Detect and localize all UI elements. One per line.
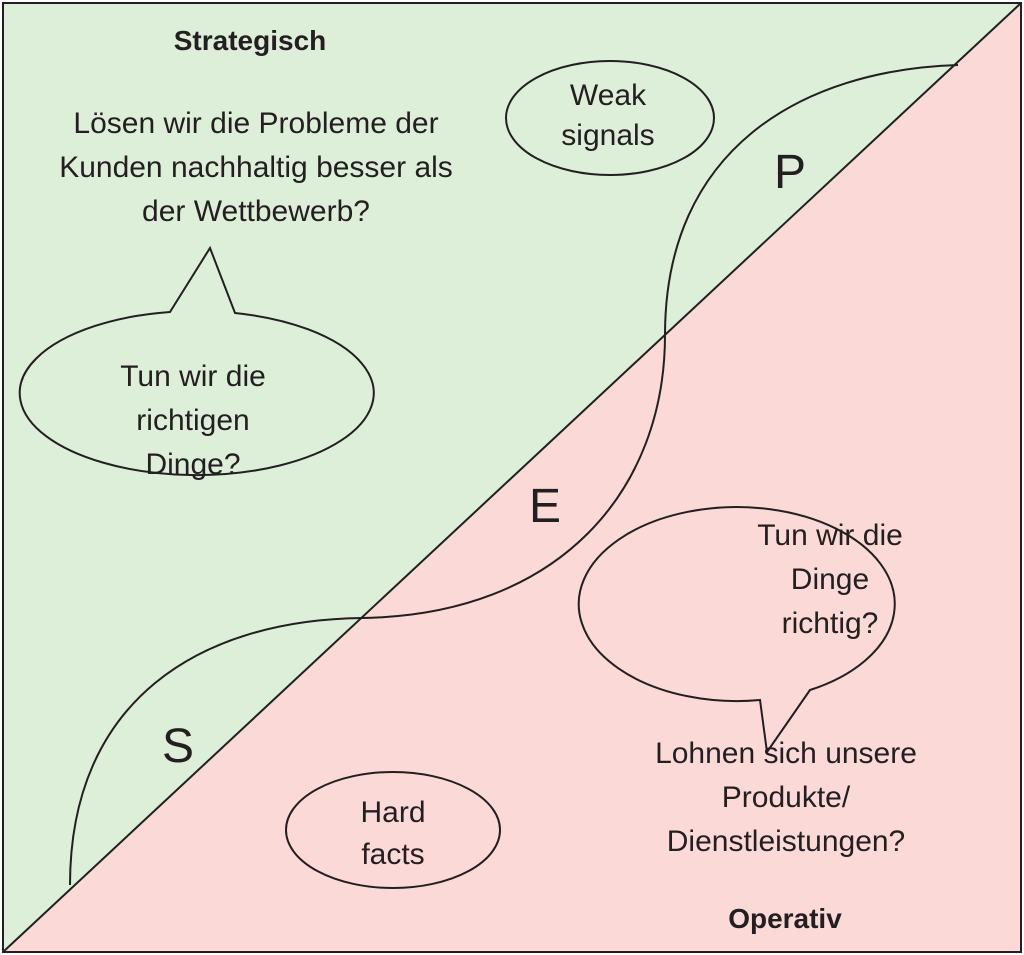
operative-question-line: Lohnen sich unsere	[655, 737, 917, 770]
weak-signals-text: Weak	[570, 79, 647, 112]
letter-p: P	[774, 146, 806, 199]
hard-facts-ellipse	[285, 771, 501, 889]
right-speech-bubble	[577, 506, 896, 755]
operative-question-line: Produkte/	[722, 781, 851, 814]
left-bubble-text: Tun wir die	[120, 360, 266, 393]
letter-e: E	[529, 480, 561, 533]
s-curve	[69, 64, 959, 886]
right-bubble-text: richtig?	[782, 607, 879, 640]
strategic-question-line: Kunden nachhaltig besser als	[59, 151, 453, 184]
strategic-question-line: der Wettbewerb?	[142, 195, 370, 228]
left-bubble-text: Dinge?	[145, 448, 240, 481]
weak-signals-text: signals	[561, 119, 654, 152]
letter-s: S	[162, 720, 194, 773]
strategic-question-line: Lösen wir die Probleme der	[73, 107, 438, 140]
left-speech-bubble	[18, 245, 375, 477]
hard-facts-text: facts	[361, 838, 424, 871]
hard-facts-text: Hard	[360, 796, 425, 829]
right-bubble-text: Tun wir die	[757, 519, 903, 552]
strategic-label: Strategisch	[174, 25, 327, 56]
left-bubble-text: richtigen	[136, 404, 249, 437]
right-bubble-text: Dinge	[791, 563, 869, 596]
weak-signals-ellipse	[505, 60, 715, 176]
operative-question-line: Dienstleistungen?	[667, 825, 906, 858]
operative-label: Operativ	[728, 903, 842, 934]
